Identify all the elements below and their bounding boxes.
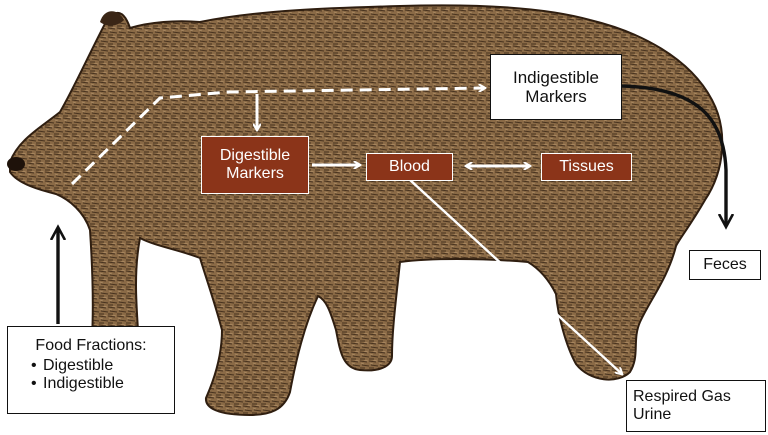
food-fraction-indigestible: Indigestible [31, 375, 166, 393]
digestible-markers-line-1: Digestible [220, 147, 290, 165]
food-fractions-list: Digestible Indigestible [16, 357, 166, 393]
indigestible-markers-line-1: Indigestible [513, 68, 599, 87]
respired-gas-urine-box: Respired Gas Urine [626, 380, 766, 432]
digestible-markers-box: Digestible Markers [201, 136, 309, 194]
tissues-label: Tissues [559, 158, 614, 176]
respired-gas-label: Respired Gas [633, 388, 759, 406]
food-fractions-box: Food Fractions: Digestible Indigestible [7, 326, 175, 414]
bear-nose [7, 157, 25, 171]
indigestible-markers-line-2: Markers [525, 87, 586, 106]
indigestible-markers-box: Indigestible Markers [490, 54, 622, 120]
food-fractions-title: Food Fractions: [16, 337, 166, 355]
blood-label: Blood [389, 158, 430, 176]
urine-label: Urine [633, 406, 759, 424]
feces-label: Feces [703, 256, 747, 274]
feces-box: Feces [689, 250, 761, 280]
digestible-markers-line-2: Markers [226, 165, 284, 183]
food-fraction-digestible: Digestible [31, 357, 166, 375]
tissues-box: Tissues [541, 153, 632, 181]
blood-box: Blood [366, 153, 453, 181]
